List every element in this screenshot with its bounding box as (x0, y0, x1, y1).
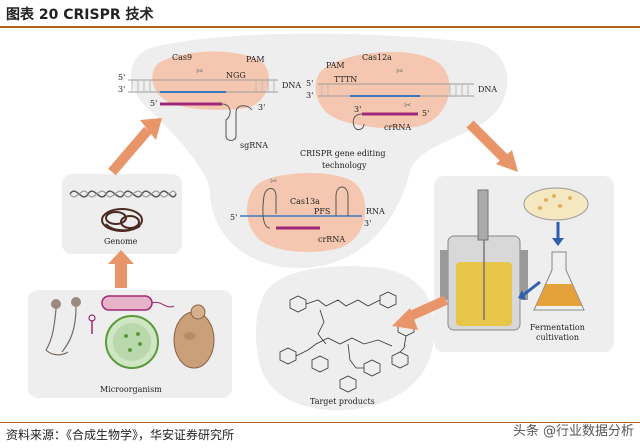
microorganism-label: Microorganism (100, 385, 162, 394)
cas13a-5prime: 5' (230, 213, 237, 222)
cas13a-label: Cas13a (290, 197, 320, 206)
cas9-pam-seq: NGG (226, 71, 246, 80)
cas9-dna-label: DNA (282, 81, 301, 90)
cas12a-5prime-top: 5' (306, 79, 313, 88)
cas13a-crrna-label: crRNA (318, 235, 345, 244)
plasmid-icon (88, 314, 96, 334)
flow-arrow-genome-to-crispr (108, 118, 162, 176)
flow-arrow-fermentation-to-products (392, 295, 449, 330)
cas9-label: Cas9 (172, 53, 192, 62)
genome-dna-helix-2 (69, 190, 177, 198)
genome-chromatin (101, 208, 143, 232)
cas13a-rna-stemloop (335, 186, 349, 216)
yeast-icon (173, 304, 215, 369)
cas12a-3prime-bot: 3' (354, 105, 361, 114)
cas9-protein (152, 51, 269, 110)
figure-title: 图表 20 CRISPR 技术 (6, 7, 154, 23)
fermentation-label-line2: cultivation (536, 333, 579, 342)
cas13a-crrna-stemloop (262, 188, 277, 229)
cas9-5prime-top: 5' (118, 73, 125, 82)
fermentation-label-line1: Fermentation (530, 323, 585, 332)
cas12a-crrna-handle (352, 113, 365, 131)
flow-arrow-crispr-to-fermentation (466, 120, 518, 172)
cas13a-rna-label: RNA (366, 207, 385, 216)
flask-icon (533, 251, 585, 311)
cas9-sgrna-label: sgRNA (240, 141, 268, 150)
molecule-structures (279, 291, 415, 393)
cas12a-scissors-icon-top: ✂ (396, 67, 404, 77)
cas13a-scissors-icon: ✂ (270, 177, 278, 187)
cas12a-dna-rungs (321, 84, 469, 96)
blue-arrow-left (518, 280, 541, 300)
cas9-pam-label: PAM (246, 55, 265, 64)
genome-label: Genome (104, 237, 138, 246)
source-note: 资料来源：《合成生物学》，华安证券研究所 (6, 428, 235, 442)
crispr-title-line2: technology (322, 161, 367, 170)
bacillus-icon (101, 295, 175, 311)
cas9-3prime-bot: 3' (258, 103, 265, 112)
cell-icon (105, 315, 159, 369)
cas13a-pfs-label: PFS (314, 207, 330, 216)
cas12a-pam-seq: TTTN (334, 75, 357, 84)
blue-arrow-down (552, 222, 564, 246)
cas9-sgrna-scaffold (221, 103, 253, 141)
cas13a-3prime: 3' (364, 219, 371, 228)
cas13a-protein (247, 172, 366, 252)
title-rule (0, 26, 640, 28)
fungus-icon (45, 297, 81, 356)
cas12a-label: Cas12a (362, 53, 392, 62)
cas12a-crrna-label: crRNA (384, 123, 411, 132)
target-products-panel (255, 266, 435, 411)
target-products-label: Target products (310, 397, 375, 406)
cas9-scissors-icon: ✂ (196, 67, 204, 77)
cas12a-5prime-bot: 5' (422, 109, 429, 118)
cas9-dna-rungs (131, 80, 275, 92)
cas12a-protein (315, 51, 450, 129)
cas9-3prime-top: 3' (118, 85, 125, 94)
cas9-5prime-bot: 5' (150, 99, 157, 108)
cas12a-pam-label: PAM (326, 61, 345, 70)
cas12a-dna-label: DNA (478, 85, 497, 94)
footer-rule (0, 422, 640, 423)
cas12a-scissors-icon-bot: ✂ (404, 101, 412, 111)
cas12a-3prime-top: 3' (306, 91, 313, 100)
bioreactor-icon (440, 189, 528, 331)
crispr-title-line1: CRISPR gene editing (300, 149, 385, 158)
flow-arrow-micro-to-genome (108, 250, 134, 288)
watermark: 头条 @行业数据分析 (512, 424, 634, 439)
petri-dish-icon (523, 187, 589, 221)
